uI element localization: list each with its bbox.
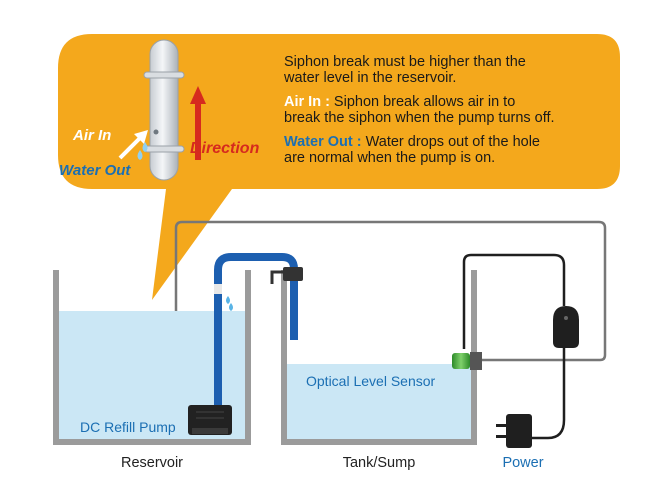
air-in-line-2: break the siphon when the pump turns off… [284, 110, 555, 126]
dc-refill-pump [188, 405, 232, 435]
water-out-line-2: are normal when the pump is on. [284, 150, 495, 166]
controller-icon [553, 306, 579, 348]
air-in-line-1: Air In :Siphon break allows air in to [284, 94, 515, 110]
air-in-text-1: Siphon break allows air in to [334, 94, 515, 110]
sensor-cable [174, 220, 607, 410]
siphon-break-valve-icon [143, 39, 185, 181]
callout-text: Siphon break must be higher than the wat… [283, 54, 555, 166]
air-in-label: Air In [72, 127, 111, 144]
power-cable [462, 253, 566, 440]
direction-arrow-icon [190, 86, 206, 160]
pump-label: DC Refill Pump [80, 419, 176, 435]
intro-line-1: Siphon break must be higher than the [284, 54, 526, 70]
intro-line-2: water level in the reservoir. [283, 70, 456, 86]
air-in-term: Air In : [284, 94, 330, 110]
refill-pipe [214, 253, 298, 415]
optical-level-sensor [452, 352, 482, 370]
water-out-term: Water Out : [284, 134, 362, 150]
tank-container [281, 270, 477, 445]
power-label: Power [502, 455, 543, 471]
water-out-label: Water Out [59, 162, 131, 179]
water-out-text-1: Water drops out of the hole [366, 134, 540, 150]
tank-label: Tank/Sump [343, 455, 416, 471]
water-out-line-1: Water Out :Water drops out of the hole [284, 134, 540, 150]
tube-clip-icon [270, 267, 303, 284]
air-in-arrow-icon [118, 130, 148, 160]
power-adapter-icon [496, 414, 532, 448]
water-drop-icon [137, 142, 148, 160]
sensor-label: Optical Level Sensor [306, 373, 436, 389]
water-drop-icon [226, 296, 233, 311]
reservoir-label: Reservoir [121, 455, 183, 471]
direction-label: Direction [190, 140, 260, 157]
